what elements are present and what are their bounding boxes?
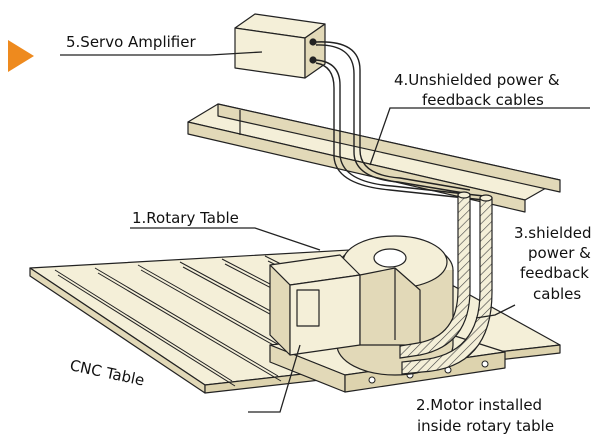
label-motor-line2: inside rotary table	[417, 417, 555, 435]
label-shielded-cables-line1: 3.shielded	[514, 224, 592, 242]
label-motor-line1: 2.Motor installed	[416, 396, 543, 414]
label-unshielded-cables-line1: 4.Unshielded power &	[394, 71, 560, 89]
leader-lines	[60, 51, 590, 413]
unshielded-cables	[315, 41, 485, 201]
leader-rotary-table	[130, 227, 321, 251]
leader-unshielded-cables	[369, 107, 590, 166]
label-shielded-cables-line2: power &	[528, 244, 591, 262]
label-unshielded-cables-line2: feedback cables	[422, 91, 544, 109]
leader-servo-amplifier	[60, 51, 263, 56]
label-shielded-cables-line3: feedback	[520, 264, 589, 282]
leader-motor	[248, 344, 301, 413]
orange-pointer-arrow-icon	[8, 40, 34, 72]
label-servo-amplifier: 5.Servo Amplifier	[66, 33, 196, 51]
leader-shielded-cables	[475, 304, 516, 319]
servo-amplifier-box	[234, 13, 326, 79]
label-rotary-table: 1.Rotary Table	[132, 209, 239, 227]
label-shielded-cables-line4: cables	[533, 285, 582, 303]
cable-tray	[187, 103, 561, 213]
